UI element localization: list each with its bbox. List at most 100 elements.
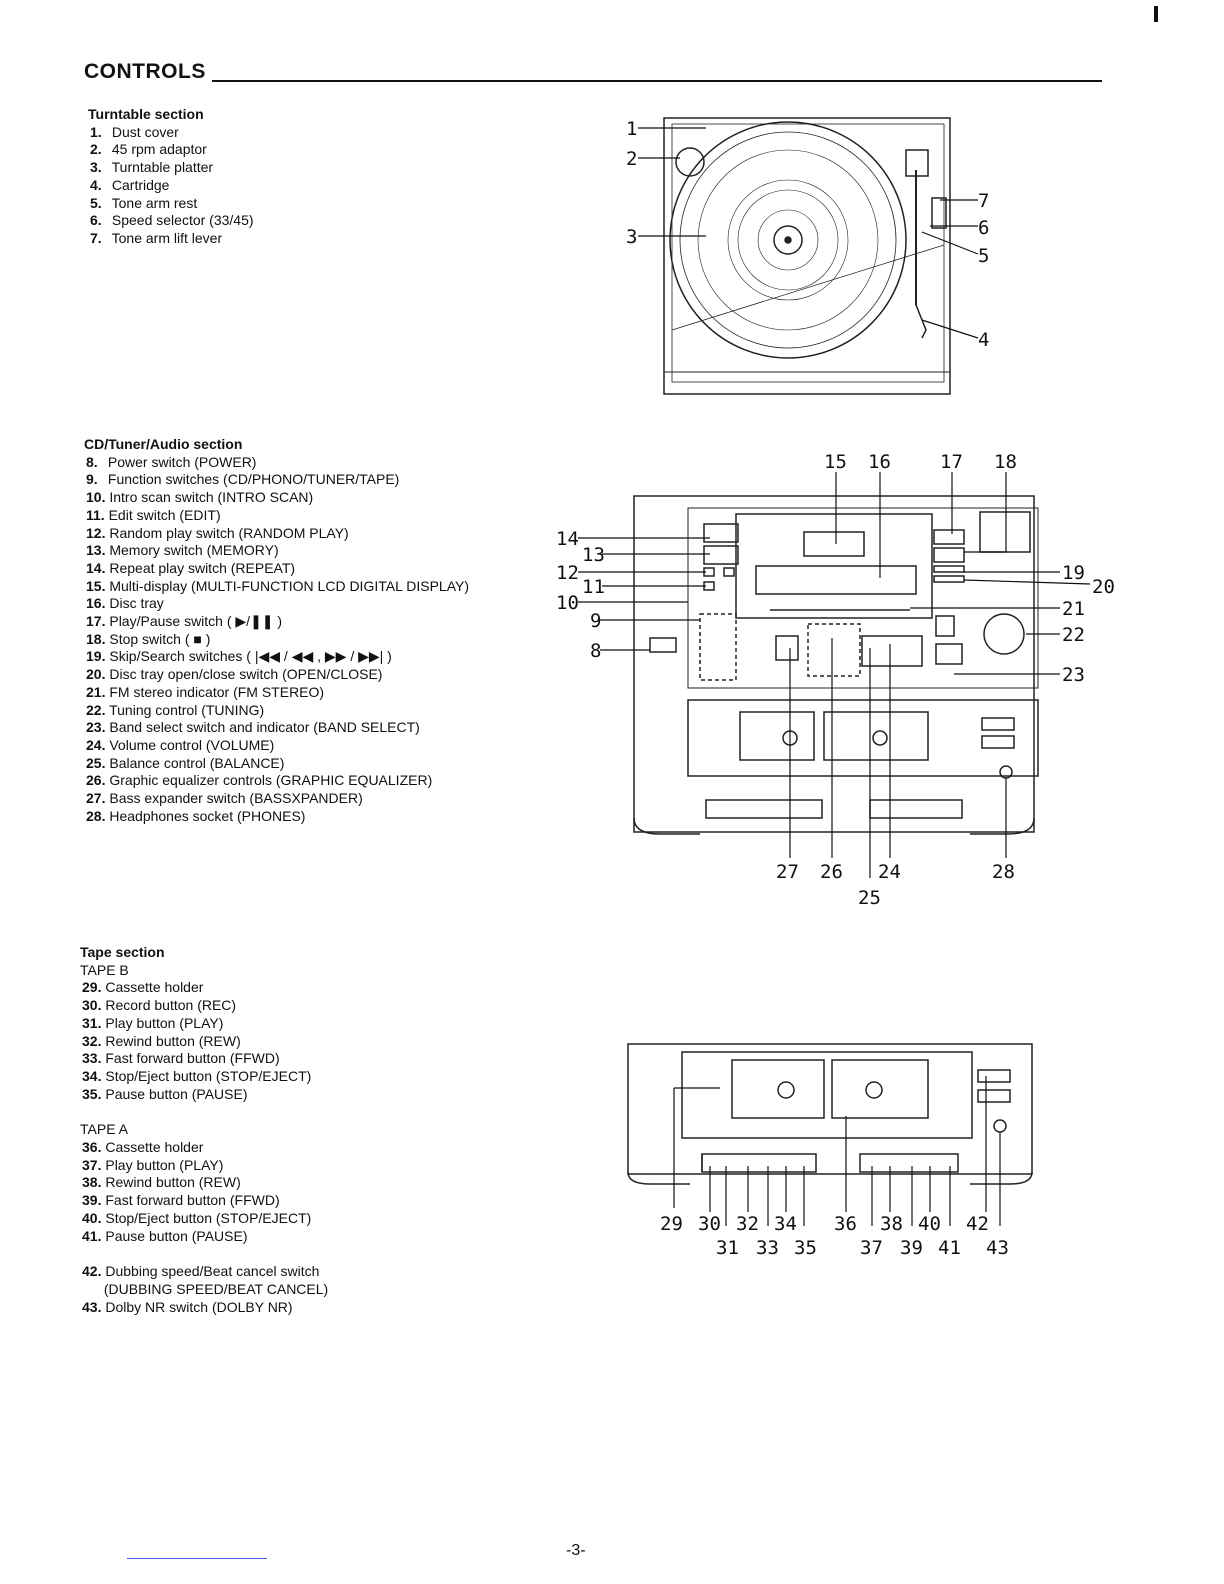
list-item: 29. Cassette holder [82, 979, 204, 996]
callout-35: 35 [794, 1237, 817, 1259]
callout-37: 37 [860, 1237, 883, 1259]
list-item: 7. Tone arm lift lever [90, 229, 223, 246]
tape-deck-diagram: 29 30 32 34 36 38 40 42 31 33 35 37 39 4… [627, 1043, 1033, 1259]
tape-b-title: TAPE B [80, 961, 129, 978]
callout-29: 29 [660, 1213, 683, 1235]
list-item: 23. Band select switch and indicator (BA… [86, 719, 420, 736]
callout-15: 15 [824, 451, 847, 473]
callout-31: 31 [716, 1237, 739, 1259]
list-item: 1. Dust cover [90, 123, 179, 140]
callout-36: 36 [834, 1213, 857, 1235]
list-item: 14. Repeat play switch (REPEAT) [86, 559, 296, 576]
list-item: 19. Skip/Search switches ( |◀◀ / ◀◀ , ▶▶… [86, 648, 392, 665]
callout-41: 41 [938, 1237, 961, 1259]
callout-22: 22 [1062, 624, 1085, 646]
list-item: 20. Disc tray open/close switch (OPEN/CL… [86, 666, 383, 683]
corner-mark [1154, 6, 1158, 22]
callout-14: 14 [556, 528, 579, 550]
list-item: 41. Pause button (PAUSE) [82, 1227, 248, 1244]
section-title: Tape section [80, 944, 165, 960]
callout-16: 16 [868, 451, 891, 473]
callout-1: 1 [626, 118, 637, 140]
callout-2: 2 [626, 148, 637, 170]
footer-link-rule [127, 1558, 267, 1559]
list-item: 5. Tone arm rest [90, 194, 198, 211]
list-item: 22. Tuning control (TUNING) [86, 701, 265, 718]
callout-27: 27 [776, 861, 799, 883]
list-item: 30. Record button (REC) [82, 997, 237, 1014]
page-number: -3- [566, 1542, 586, 1559]
callout-18: 18 [994, 451, 1017, 473]
list-item: 38. Rewind button (REW) [82, 1174, 241, 1191]
callout-28: 28 [992, 861, 1015, 883]
list-item: 13. Memory switch (MEMORY) [86, 542, 279, 559]
callout-17: 17 [940, 451, 963, 473]
section-title: Turntable section [88, 106, 204, 122]
list-item: 12. Random play switch (RANDOM PLAY) [86, 524, 349, 541]
callout-11: 11 [582, 576, 605, 598]
list-item: 9. Function switches (CD/PHONO/TUNER/TAP… [86, 471, 400, 488]
list-item: 4. Cartridge [90, 176, 170, 193]
list-item: 40. Stop/Eject button (STOP/EJECT) [82, 1209, 312, 1226]
callout-30: 30 [698, 1213, 721, 1235]
callout-10: 10 [556, 592, 579, 614]
list-item: 28. Headphones socket (PHONES) [86, 807, 306, 824]
list-item: 25. Balance control (BALANCE) [86, 754, 285, 771]
cd-tuner-section: CD/Tuner/Audio section 8. Power switch (… [84, 436, 469, 825]
callout-23: 23 [1062, 664, 1085, 686]
turntable-diagram: 1 2 3 4 5 6 7 [626, 117, 989, 395]
callout-20: 20 [1092, 576, 1115, 598]
callout-3: 3 [626, 226, 637, 248]
callout-19: 19 [1062, 562, 1085, 584]
list-item: 26. Graphic equalizer controls (GRAPHIC … [86, 772, 433, 789]
list-item: 43. Dolby NR switch (DOLBY NR) [82, 1298, 293, 1315]
list-item: 11. Edit switch (EDIT) [86, 506, 221, 523]
callout-8: 8 [590, 640, 601, 662]
tape-section: Tape section TAPE B 29. Cassette holder … [80, 944, 328, 1316]
turntable-section: Turntable section 1. Dust cover 2. 45 rp… [88, 106, 254, 248]
callout-4: 4 [978, 329, 989, 351]
list-item: 2. 45 rpm adaptor [90, 141, 207, 158]
heading-rule [212, 80, 1102, 82]
list-item: 33. Fast forward button (FFWD) [82, 1050, 280, 1067]
callout-32: 32 [736, 1213, 759, 1235]
list-item: 6. Speed selector (33/45) [90, 212, 254, 229]
callout-42: 42 [966, 1213, 989, 1235]
list-item: 15. Multi-display (MULTI-FUNCTION LCD DI… [86, 577, 469, 594]
callout-9: 9 [590, 610, 601, 632]
list-item: 18. Stop switch ( ■ ) [86, 630, 211, 647]
callout-21: 21 [1062, 598, 1085, 620]
callout-6: 6 [978, 217, 989, 239]
callout-39: 39 [900, 1237, 923, 1259]
callout-38: 38 [880, 1213, 903, 1235]
callout-12: 12 [556, 562, 579, 584]
list-item: 17. Play/Pause switch ( ▶/❚❚ ) [86, 613, 283, 630]
list-item: 42. Dubbing speed/Beat cancel switch [82, 1263, 320, 1280]
list-item: 24. Volume control (VOLUME) [86, 736, 275, 753]
list-item: (DUBBING SPEED/BEAT CANCEL) [103, 1280, 329, 1297]
callout-24: 24 [878, 861, 901, 883]
spacer [80, 1103, 328, 1121]
callout-7: 7 [978, 190, 989, 212]
cd-tuner-diagram: 15 16 17 18 14 13 12 11 10 9 8 19 20 21 … [556, 451, 1115, 909]
page-heading: CONTROLS [84, 60, 206, 83]
callout-43: 43 [986, 1237, 1009, 1259]
callout-34: 34 [774, 1213, 797, 1235]
list-item: 39. Fast forward button (FFWD) [82, 1192, 280, 1209]
list-item: 32. Rewind button (REW) [82, 1032, 241, 1049]
list-item: 37. Play button (PLAY) [82, 1156, 224, 1173]
list-item: 27. Bass expander switch (BASSXPANDER) [86, 790, 363, 807]
list-item: 8. Power switch (POWER) [86, 453, 257, 470]
list-item: 36. Cassette holder [82, 1139, 204, 1156]
tape-a-title: TAPE A [80, 1121, 128, 1138]
list-item: 31. Play button (PLAY) [82, 1014, 224, 1031]
section-title: CD/Tuner/Audio section [84, 436, 243, 452]
list-item: 3. Turntable platter [90, 159, 214, 176]
list-item: 35. Pause button (PAUSE) [82, 1085, 248, 1102]
callout-13: 13 [582, 544, 605, 566]
callout-25: 25 [858, 887, 881, 909]
list-item: 10. Intro scan switch (INTRO SCAN) [86, 489, 314, 506]
list-item: 16. Disc tray [86, 595, 164, 612]
callout-26: 26 [820, 861, 843, 883]
callout-33: 33 [756, 1237, 779, 1259]
